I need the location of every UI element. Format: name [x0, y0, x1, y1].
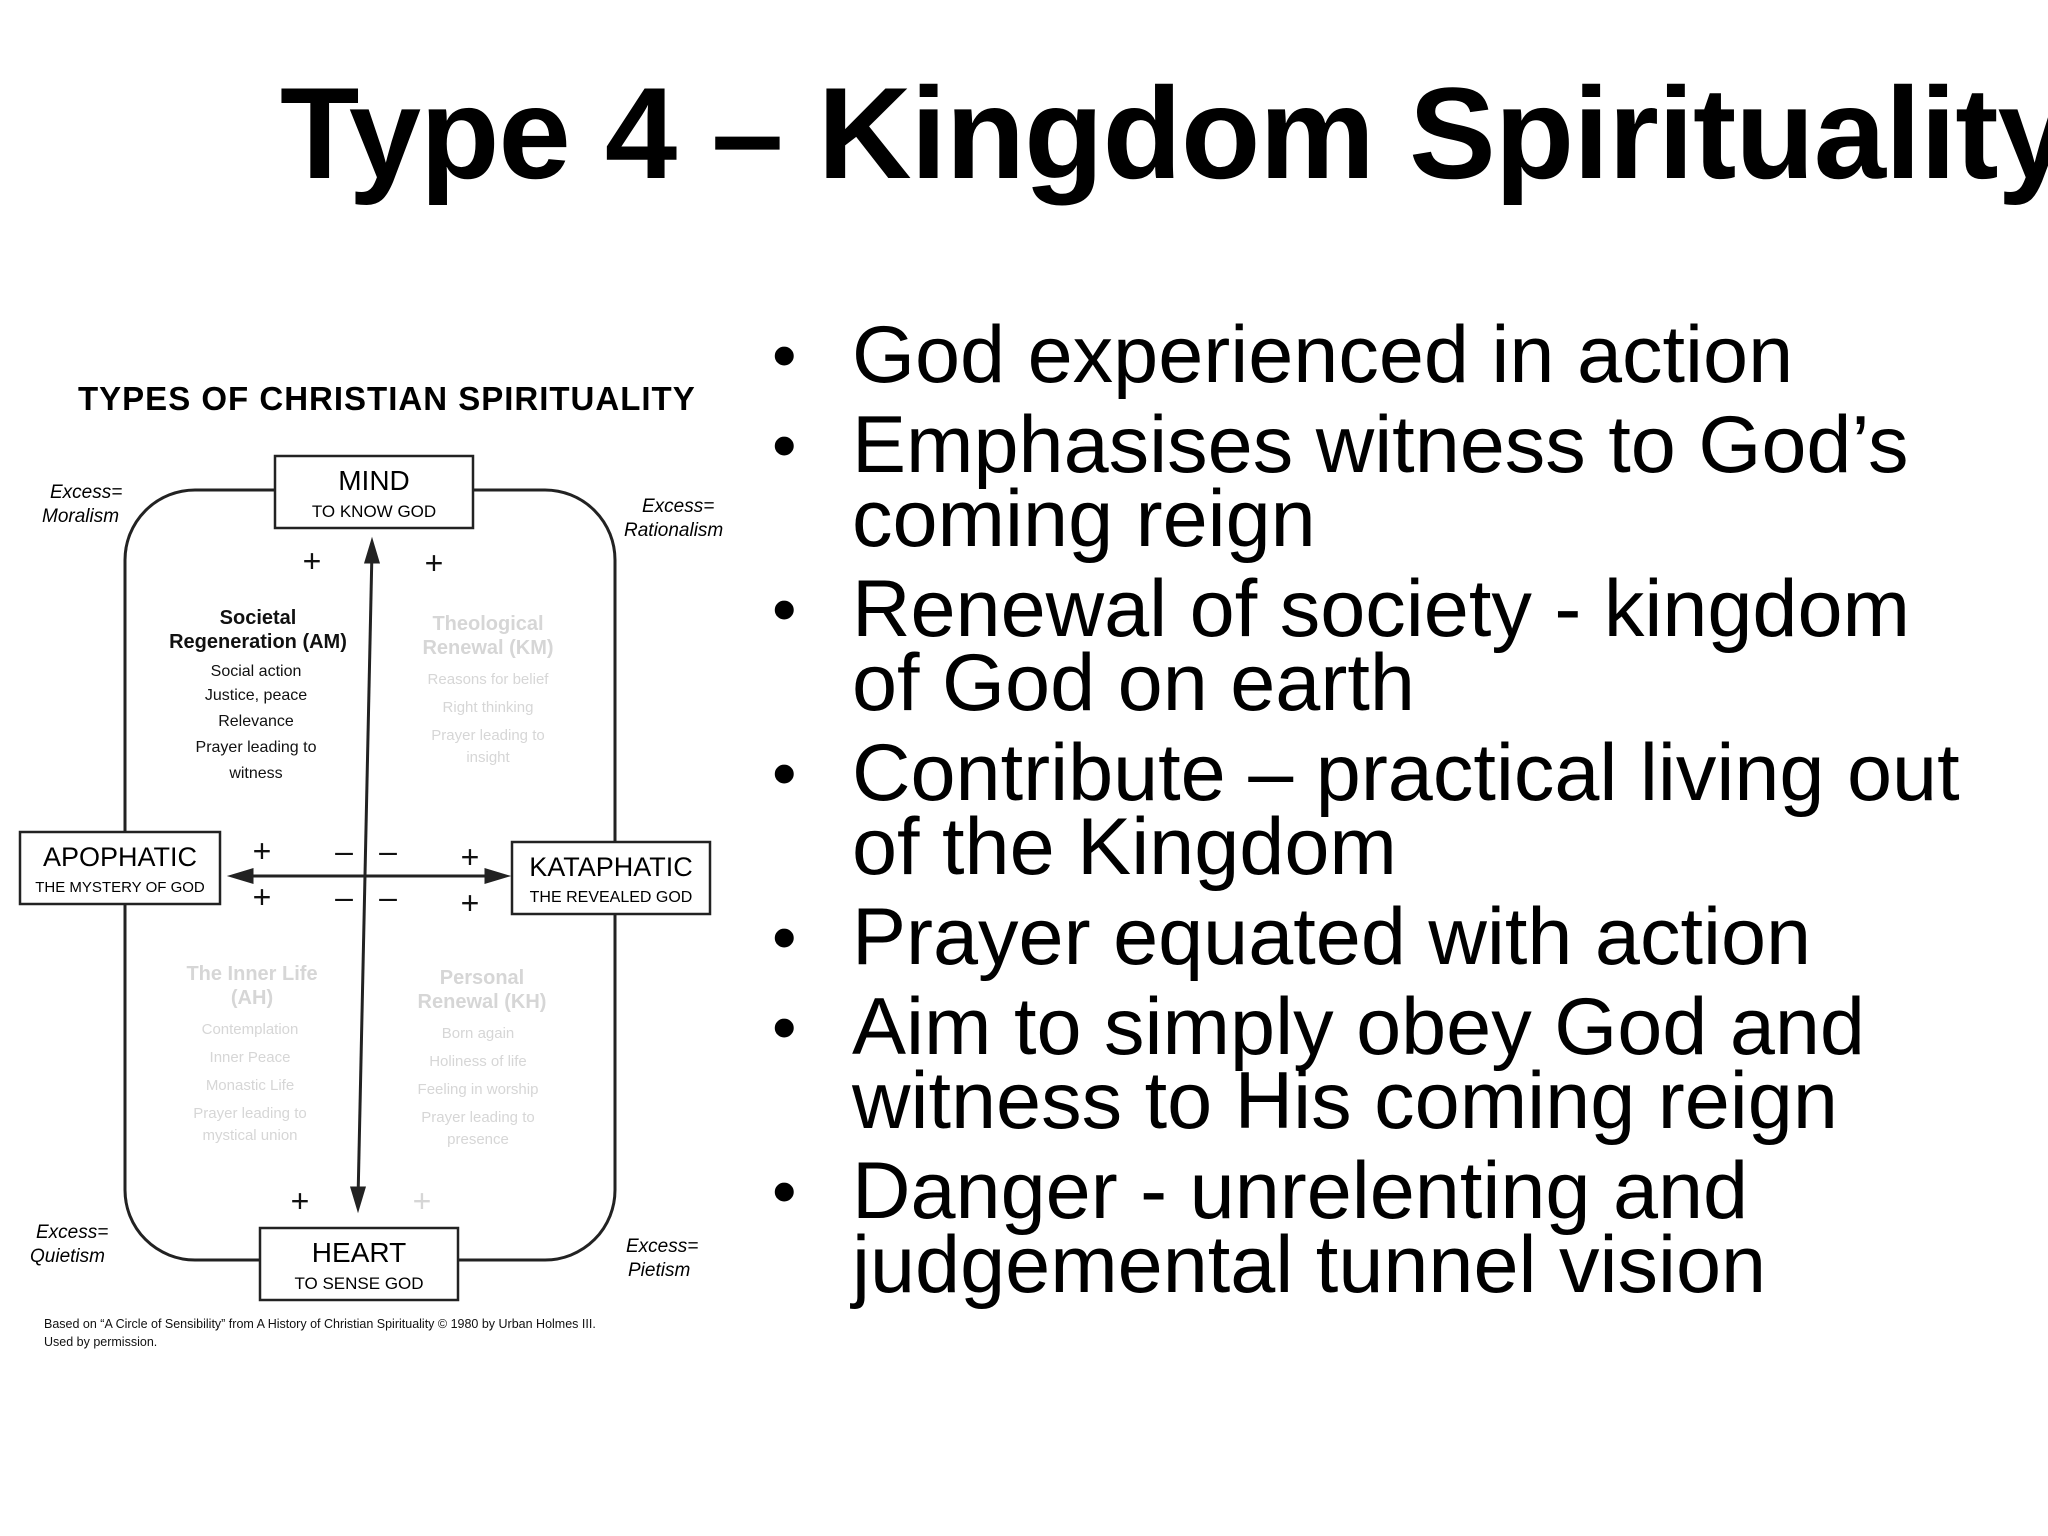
svg-text:insight: insight [466, 749, 510, 766]
spirituality-types-diagram: TYPES OF CHRISTIAN SPIRITUALITY MIND TO … [18, 380, 723, 1349]
apophatic-box: APOPHATIC THE MYSTERY OF GOD [18, 830, 222, 906]
svg-text:Right thinking: Right thinking [443, 699, 534, 716]
quadrant-km: Theological Renewal (KM) Reasons for bel… [422, 613, 553, 766]
svg-text:Relevance: Relevance [218, 713, 294, 730]
heart-label: HEART [312, 1237, 406, 1268]
svg-text:–: – [335, 879, 353, 915]
heart-box: HEART TO SENSE GOD [258, 1226, 460, 1302]
svg-text:Personal: Personal [440, 967, 524, 989]
svg-text:Social action: Social action [211, 663, 302, 680]
svg-text:Rationalism: Rationalism [624, 520, 723, 541]
kataphatic-box: KATAPHATIC THE REVEALED GOD [510, 840, 712, 916]
bullet-list: •God experienced in action •Emphasises w… [760, 310, 2030, 1318]
svg-text:+: + [425, 545, 444, 581]
bullet-dot-icon: • [772, 406, 797, 484]
apophatic-sublabel: THE MYSTERY OF GOD [35, 879, 205, 896]
excess-top-right: Excess= Rationalism [624, 496, 723, 541]
quadrant-am: Societal Regeneration (AM) Social action… [169, 607, 347, 782]
svg-text:Regeneration (AM): Regeneration (AM) [169, 631, 347, 653]
svg-text:Renewal (KH): Renewal (KH) [418, 991, 547, 1013]
quadrant-kh: Personal Renewal (KH) Born again Holines… [418, 967, 547, 1148]
svg-text:Prayer leading to: Prayer leading to [196, 739, 317, 756]
svg-text:–: – [379, 879, 397, 915]
svg-text:Excess=: Excess= [36, 1222, 108, 1243]
svg-text:Excess=: Excess= [626, 1236, 698, 1257]
svg-text:Used by permission.: Used by permission. [44, 1335, 157, 1349]
diagram-axes [226, 536, 512, 1214]
axis-signs: + + + – – + + – – + + + [253, 543, 480, 1219]
svg-text:+: + [253, 833, 272, 869]
bullet-dot-icon: • [772, 988, 797, 1066]
svg-text:Reasons for belief: Reasons for belief [428, 671, 550, 688]
svg-text:witness: witness [228, 765, 282, 782]
bullet-dot-icon: • [772, 734, 797, 812]
kataphatic-sublabel: THE REVEALED GOD [530, 889, 693, 906]
svg-text:Renewal (KM): Renewal (KM) [422, 637, 553, 659]
svg-text:Quietism: Quietism [30, 1246, 105, 1267]
svg-text:Moralism: Moralism [42, 506, 119, 527]
mind-sublabel: TO KNOW GOD [312, 502, 436, 521]
svg-text:Pietism: Pietism [628, 1260, 690, 1281]
svg-text:+: + [253, 879, 272, 915]
bullet-dot-icon: • [772, 898, 797, 976]
svg-text:–: – [335, 833, 353, 869]
bullet-dot-icon: • [772, 1152, 797, 1230]
bullet-dot-icon: • [772, 570, 797, 648]
svg-text:Justice, peace: Justice, peace [205, 687, 307, 704]
diagram-credit: Based on “A Circle of Sensibility” from … [44, 1317, 596, 1349]
excess-top-left: Excess= Moralism [42, 482, 122, 527]
heart-sublabel: TO SENSE GOD [294, 1274, 423, 1293]
bullet-item: •Prayer equated with action [772, 892, 1812, 982]
quadrant-ah: The Inner Life (AH) Contemplation Inner … [186, 963, 317, 1144]
svg-text:mystical union: mystical union [202, 1127, 297, 1144]
svg-text:–: – [379, 833, 397, 869]
svg-text:+: + [461, 885, 480, 921]
svg-text:+: + [303, 543, 322, 579]
svg-text:The Inner Life: The Inner Life [186, 963, 317, 985]
slide-title: Type 4 – Kingdom Spirituality [280, 60, 2048, 206]
svg-text:Prayer leading to: Prayer leading to [421, 1109, 534, 1126]
apophatic-label: APOPHATIC [43, 842, 197, 872]
mind-box: MIND TO KNOW GOD [273, 454, 475, 530]
svg-text:Inner Peace: Inner Peace [210, 1049, 291, 1066]
diagram-heading: TYPES OF CHRISTIAN SPIRITUALITY [78, 380, 696, 417]
svg-text:+: + [461, 839, 480, 875]
svg-text:(AH): (AH) [231, 987, 273, 1009]
excess-bottom-left: Excess= Quietism [30, 1222, 108, 1267]
svg-text:Holiness of life: Holiness of life [429, 1053, 527, 1070]
svg-text:Excess=: Excess= [642, 496, 714, 517]
mind-label: MIND [338, 465, 410, 496]
svg-text:Excess=: Excess= [50, 482, 122, 503]
svg-text:Contemplation: Contemplation [202, 1021, 299, 1038]
svg-text:Theological: Theological [432, 613, 543, 635]
svg-text:+: + [413, 1183, 432, 1219]
svg-text:Feeling in worship: Feeling in worship [418, 1081, 539, 1098]
svg-text:Based on “A Circle of Sensibil: Based on “A Circle of Sensibility” from … [44, 1317, 596, 1331]
svg-text:Prayer leading to: Prayer leading to [193, 1105, 306, 1122]
svg-text:Born again: Born again [442, 1025, 515, 1042]
svg-text:Monastic Life: Monastic Life [206, 1077, 294, 1094]
svg-text:Societal: Societal [220, 607, 297, 629]
svg-text:presence: presence [447, 1131, 509, 1148]
excess-bottom-right: Excess= Pietism [626, 1236, 698, 1281]
svg-text:Prayer leading to: Prayer leading to [431, 727, 544, 744]
svg-text:+: + [291, 1183, 310, 1219]
bullet-dot-icon: • [772, 316, 797, 394]
kataphatic-label: KATAPHATIC [529, 852, 693, 882]
bullet-item: •God experienced in action [772, 310, 1794, 400]
